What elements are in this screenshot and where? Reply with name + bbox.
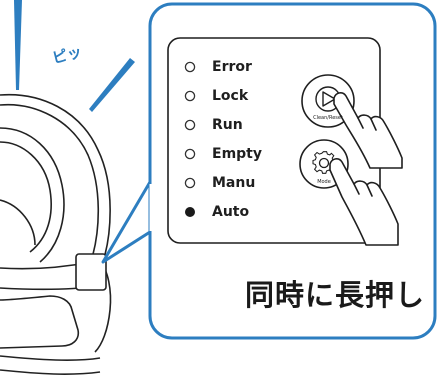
status-leds <box>184 61 196 217</box>
status-label-auto: Auto <box>212 204 250 220</box>
status-label-manu: Manu <box>212 175 256 191</box>
status-label-empty: Empty <box>212 146 262 162</box>
status-led-lock <box>184 90 196 102</box>
status-led-error <box>184 61 196 73</box>
gear-icon <box>312 151 336 174</box>
play-icon <box>322 91 336 107</box>
status-led-empty <box>184 148 196 160</box>
litter-box-device <box>0 93 112 375</box>
clean-reset-label: Clean/Reset <box>313 115 343 121</box>
beep-ray-vertical <box>14 0 22 90</box>
finger-icon-lower <box>329 158 399 246</box>
status-led-run <box>184 119 196 131</box>
mode-label: Mode <box>317 179 331 185</box>
hold-both-caption: 同時に長押し <box>245 278 426 312</box>
beep-ray-diagonal <box>89 58 135 112</box>
status-label-run: Run <box>212 117 243 133</box>
status-label-lock: Lock <box>212 88 249 104</box>
status-label-error: Error <box>212 59 252 75</box>
finger-icon-upper <box>333 92 403 169</box>
status-led-auto <box>185 207 195 217</box>
panel-face <box>167 37 381 244</box>
device-control-panel <box>75 253 107 291</box>
status-led-manu <box>184 177 196 189</box>
